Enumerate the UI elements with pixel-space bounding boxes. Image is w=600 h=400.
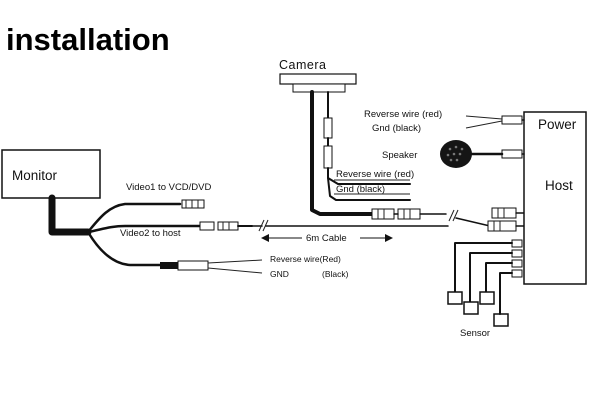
speaker-connector <box>501 149 523 159</box>
video1-connector <box>181 199 205 209</box>
sensor-port-2 <box>511 249 523 258</box>
host-box <box>523 111 587 285</box>
sensor-port-1 <box>511 239 523 248</box>
sensor-port-4 <box>511 269 523 278</box>
camera-cable <box>310 90 374 216</box>
sensor-3 <box>479 291 495 305</box>
power-label: Power <box>538 117 577 132</box>
monitor-gnd-label: GND <box>270 269 289 279</box>
sensor-wire-2 <box>469 252 513 303</box>
camera-unit: Camera <box>279 58 411 216</box>
sensor-wire-3 <box>485 262 513 293</box>
camera-inline-connector-2 <box>323 145 333 169</box>
power-gnd-label: Gnd (black) <box>372 123 421 134</box>
monitor-reverse-label: Reverse wire(Red) <box>270 254 341 264</box>
sensor-4 <box>493 313 509 327</box>
power-reverse-label: Reverse wire (red) <box>364 109 442 120</box>
monitor-black-label: (Black) <box>322 269 349 279</box>
monitor-unit: Monitor <box>1 149 101 236</box>
camera-gnd-label: Gnd (black) <box>336 184 385 195</box>
cable-length-label: 6m Cable <box>306 233 347 244</box>
video2-wire <box>86 224 202 234</box>
monitor-label: Monitor <box>12 168 58 183</box>
video2-connector <box>199 221 215 231</box>
camera-mount <box>292 83 346 93</box>
camera-gnd-wire <box>327 177 411 201</box>
monitor-harness <box>86 199 263 274</box>
reverse-connector <box>160 262 178 269</box>
sensor-label: Sensor <box>460 328 490 339</box>
host-label: Host <box>545 178 573 193</box>
junction-connector-2 <box>397 208 421 220</box>
sensor-group <box>447 239 523 327</box>
host-unit: Power Host <box>501 111 587 285</box>
reverse-harness-wire <box>86 230 162 267</box>
host-connector-lower <box>487 220 517 232</box>
video1-wire <box>86 202 182 234</box>
monitor-box <box>1 149 101 199</box>
speaker <box>440 140 504 168</box>
camera-label: Camera <box>279 58 326 72</box>
junction-connector-1 <box>371 208 395 220</box>
sensor-2 <box>463 301 479 315</box>
sensor-wire-4 <box>499 272 513 303</box>
video2-mating-connector <box>217 221 239 231</box>
six-meter-cable <box>251 209 491 242</box>
video1-label: Video1 to VCD/DVD <box>126 182 212 193</box>
camera-reverse-wire <box>327 167 411 185</box>
sensor-port-3 <box>511 259 523 268</box>
diagram-title: installation <box>6 22 170 57</box>
speaker-label: Speaker <box>382 150 417 161</box>
host-cable-connectors <box>487 207 525 232</box>
sensor-wire-1 <box>454 242 513 293</box>
camera-inline-connector-1 <box>323 117 333 139</box>
power-wires <box>465 115 503 129</box>
sensor-1 <box>447 291 463 305</box>
camera-reverse-label: Reverse wire (red) <box>336 169 414 180</box>
camera-body <box>279 73 357 85</box>
speaker-body <box>440 140 472 168</box>
monitor-cable <box>48 194 92 236</box>
camera-junction <box>371 208 447 220</box>
power-connector <box>501 115 523 125</box>
video2-label: Video2 to host <box>120 228 181 239</box>
reverse-connector-sleeve <box>177 260 209 271</box>
